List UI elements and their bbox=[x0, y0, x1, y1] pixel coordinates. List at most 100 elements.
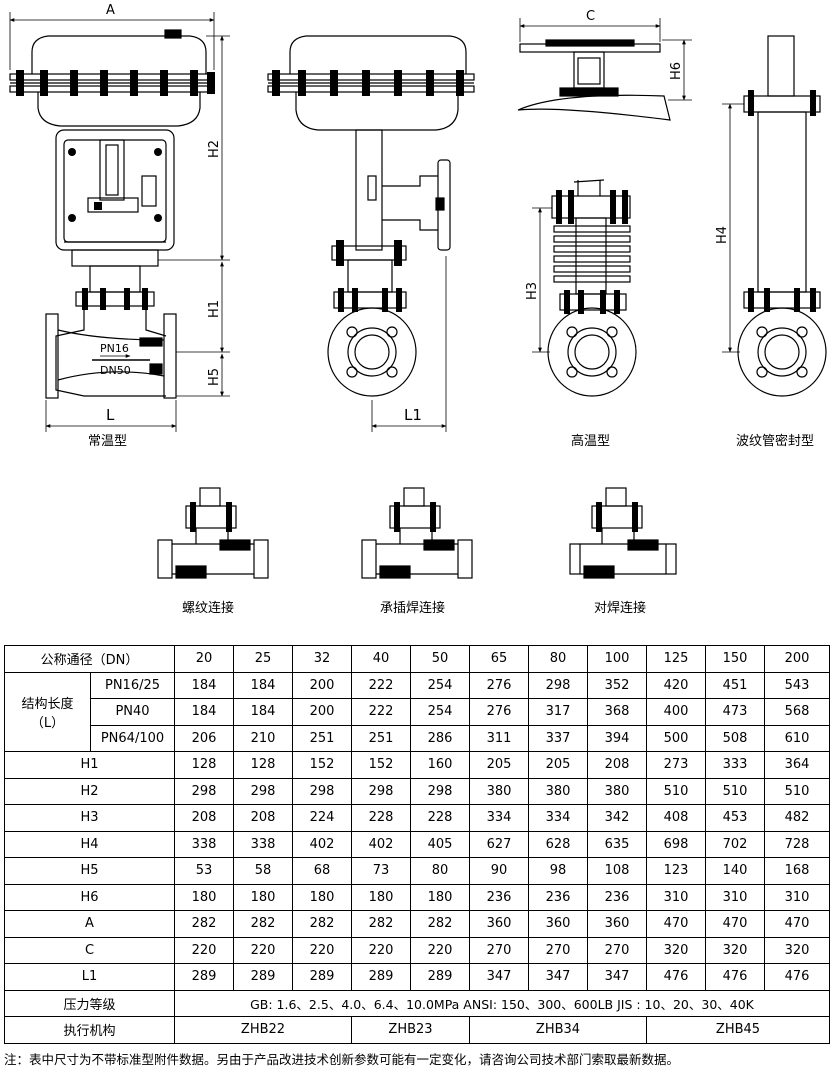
table-cell: 394 bbox=[587, 724, 647, 752]
table-cell: 610 bbox=[764, 724, 830, 752]
row-label: H5 bbox=[4, 857, 175, 885]
row-label: H4 bbox=[4, 830, 175, 858]
table-cell: 342 bbox=[587, 804, 647, 832]
table-cell: 728 bbox=[764, 830, 830, 858]
table-cell: 273 bbox=[646, 751, 706, 779]
table-cell: 254 bbox=[410, 698, 470, 726]
table-cell: 282 bbox=[292, 910, 352, 938]
table-cell: 236 bbox=[469, 883, 529, 911]
table-cell: 338 bbox=[233, 830, 293, 858]
table-cell: 200 bbox=[292, 698, 352, 726]
dn-value: 32 bbox=[292, 645, 352, 673]
table-cell: 402 bbox=[292, 830, 352, 858]
table-cell: 568 bbox=[764, 698, 830, 726]
table-cell: 380 bbox=[469, 777, 529, 805]
dn-value: 20 bbox=[174, 645, 234, 673]
table-cell: 184 bbox=[233, 671, 293, 699]
table-cell: 251 bbox=[292, 724, 352, 752]
table-cell: 80 bbox=[410, 857, 470, 885]
table-cell: 298 bbox=[528, 671, 588, 699]
table-cell: 236 bbox=[587, 883, 647, 911]
table-cell: 254 bbox=[410, 671, 470, 699]
table-cell: 310 bbox=[705, 883, 765, 911]
table-cell: 380 bbox=[587, 777, 647, 805]
dn-label: 公称通径（DN） bbox=[4, 645, 175, 673]
row-label: C bbox=[4, 936, 175, 964]
row-label: H2 bbox=[4, 777, 175, 805]
dim-label-l: L bbox=[106, 406, 115, 424]
dn-value: 40 bbox=[351, 645, 411, 673]
table-cell: 627 bbox=[469, 830, 529, 858]
table-cell: 352 bbox=[587, 671, 647, 699]
dim-label-a: A bbox=[106, 3, 115, 18]
table-cell: 222 bbox=[351, 671, 411, 699]
table-cell: 408 bbox=[646, 804, 706, 832]
row-label: H6 bbox=[4, 883, 175, 911]
table-cell: 270 bbox=[587, 936, 647, 964]
table-cell: 310 bbox=[646, 883, 706, 911]
length-pressure-label: PN16/25 bbox=[90, 671, 175, 699]
dn-value: 125 bbox=[646, 645, 706, 673]
row-label: A bbox=[4, 910, 175, 938]
table-cell: 311 bbox=[469, 724, 529, 752]
socket-weld-connection-view bbox=[361, 487, 473, 579]
table-cell: 128 bbox=[174, 751, 234, 779]
table-cell: 289 bbox=[233, 963, 293, 991]
table-cell: 482 bbox=[764, 804, 830, 832]
table-cell: 276 bbox=[469, 698, 529, 726]
dimension-lines bbox=[9, 12, 744, 432]
butt-weld-connection-view bbox=[569, 487, 677, 579]
pressure-label: 压力等级 bbox=[4, 989, 175, 1017]
table-cell: 220 bbox=[292, 936, 352, 964]
table-cell: 543 bbox=[764, 671, 830, 699]
table-cell: 628 bbox=[528, 830, 588, 858]
table-cell: 222 bbox=[351, 698, 411, 726]
caption-socket-weld-connection: 承插焊连接 bbox=[380, 601, 446, 616]
table-cell: 180 bbox=[351, 883, 411, 911]
normal-type-side-view bbox=[267, 35, 475, 397]
actuator-label: 执行机构 bbox=[4, 1016, 175, 1044]
table-cell: 251 bbox=[351, 724, 411, 752]
table-cell: 402 bbox=[351, 830, 411, 858]
length-pressure-label: PN40 bbox=[90, 698, 175, 726]
valve-drawings: A H2 H1 H5 L L1 C H6 H3 H4 PN16 DN50 bbox=[9, 3, 827, 579]
thread-connection-view bbox=[157, 487, 269, 579]
table-cell: 334 bbox=[528, 804, 588, 832]
table-cell: 347 bbox=[469, 963, 529, 991]
table-cell: 282 bbox=[174, 910, 234, 938]
dim-label-c: C bbox=[586, 9, 595, 24]
normal-type-front-view bbox=[9, 29, 215, 399]
table-cell: 152 bbox=[351, 751, 411, 779]
table-cell: 405 bbox=[410, 830, 470, 858]
table-cell: 282 bbox=[410, 910, 470, 938]
table-cell: 228 bbox=[351, 804, 411, 832]
table-cell: 347 bbox=[528, 963, 588, 991]
table-cell: 470 bbox=[764, 910, 830, 938]
table-cell: 270 bbox=[528, 936, 588, 964]
table-cell: 208 bbox=[233, 804, 293, 832]
table-cell: 140 bbox=[705, 857, 765, 885]
caption-bellows-type: 波纹管密封型 bbox=[736, 434, 815, 449]
row-label: H3 bbox=[4, 804, 175, 832]
table-cell: 220 bbox=[233, 936, 293, 964]
table-cell: 364 bbox=[764, 751, 830, 779]
table-cell: 289 bbox=[292, 963, 352, 991]
table-cell: 206 bbox=[174, 724, 234, 752]
table-cell: 289 bbox=[174, 963, 234, 991]
dim-label-h3: H3 bbox=[525, 282, 540, 300]
footnote: 注：表中尺寸为不带标准型附件数据。另由于产品改进技术创新参数可能有一定变化，请咨… bbox=[4, 1052, 680, 1067]
table-cell: 420 bbox=[646, 671, 706, 699]
table-cell: 270 bbox=[469, 936, 529, 964]
length-pressure-label: PN64/100 bbox=[90, 724, 175, 752]
actuator-model: ZHB22 bbox=[174, 1016, 352, 1044]
table-cell: 360 bbox=[469, 910, 529, 938]
table-cell: 220 bbox=[351, 936, 411, 964]
dim-label-h6: H6 bbox=[669, 62, 684, 80]
table-cell: 180 bbox=[233, 883, 293, 911]
